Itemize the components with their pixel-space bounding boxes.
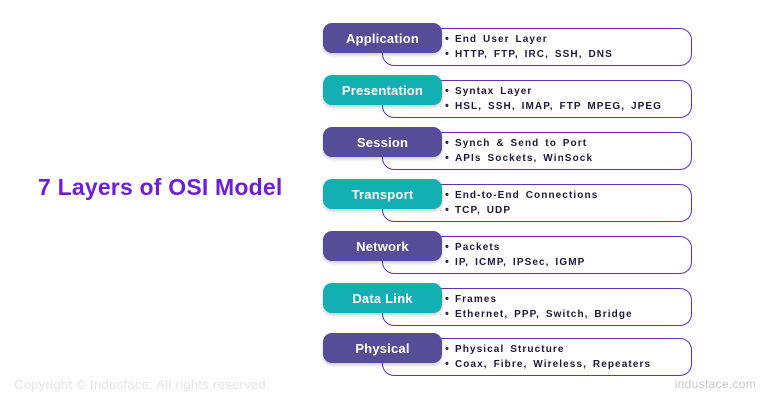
layer-row-data-link: • Frames • Ethernet, PPP, Switch, Bridge D… [323, 283, 692, 327]
layer-detail-line: • HTTP, FTP, IRC, SSH, DNS [445, 48, 691, 61]
layer-pill-data-link: Data Link [323, 283, 442, 313]
page-title: 7 Layers of OSI Model [38, 174, 283, 200]
detail-text: Coax, Fibre, Wireless, Repeaters [454, 359, 652, 370]
layer-row-network: • Packets • IP, ICMP, IPSec, IGMP Network [323, 231, 692, 275]
bullet-icon: • [445, 189, 450, 201]
detail-text: Ethernet, PPP, Switch, Bridge [454, 309, 633, 320]
layer-detail-line: • Packets [445, 241, 691, 254]
layer-detail-line: • IP, ICMP, IPSec, IGMP [445, 256, 691, 269]
layer-detail-line: • Frames [445, 293, 691, 306]
layer-detail-line: • Ethernet, PPP, Switch, Bridge [445, 308, 691, 321]
layer-row-presentation: • Syntax Layer • HSL, SSH, IMAP, FTP MPEG,… [323, 75, 692, 119]
bullet-icon: • [445, 241, 450, 253]
copyright-text: Copyright © Indusface, All rights reserv… [14, 377, 270, 392]
layer-pill-physical: Physical [323, 333, 442, 363]
bullet-icon: • [445, 48, 450, 60]
bullet-icon: • [445, 137, 450, 149]
layer-row-session: • Synch & Send to Port • APIs Sockets, Win… [323, 127, 692, 171]
bullet-icon: • [445, 343, 450, 355]
bullet-icon: • [445, 152, 450, 164]
layer-detail-line: • End User Layer [445, 33, 691, 46]
bullet-icon: • [445, 85, 450, 97]
detail-text: Physical Structure [454, 344, 565, 355]
layer-detail-line: • End-to-End Connections [445, 189, 691, 202]
bullet-icon: • [445, 358, 450, 370]
website-link: indusface.com [674, 377, 756, 391]
detail-text: Syntax Layer [454, 86, 533, 97]
layer-detail-line: • Syntax Layer [445, 85, 691, 98]
layer-pill-session: Session [323, 127, 442, 157]
bullet-icon: • [445, 100, 450, 112]
detail-text: HTTP, FTP, IRC, SSH, DNS [454, 49, 613, 60]
detail-text: End-to-End Connections [454, 190, 599, 201]
detail-text: Synch & Send to Port [454, 138, 588, 149]
detail-text: HSL, SSH, IMAP, FTP MPEG, JPEG [454, 101, 663, 112]
detail-text: Packets [454, 242, 501, 253]
layer-row-physical: • Physical Structure • Coax, Fibre, Wirele… [323, 333, 692, 377]
detail-text: TCP, UDP [454, 205, 512, 216]
detail-text: IP, ICMP, IPSec, IGMP [454, 257, 586, 268]
layer-detail-line: • TCP, UDP [445, 204, 691, 217]
layer-row-application: • End User Layer • HTTP, FTP, IRC, SSH, DN… [323, 23, 692, 67]
bullet-icon: • [445, 256, 450, 268]
layer-detail-line: • HSL, SSH, IMAP, FTP MPEG, JPEG [445, 100, 691, 113]
layer-pill-application: Application [323, 23, 442, 53]
layer-row-transport: • End-to-End Connections • TCP, UDP Transp… [323, 179, 692, 223]
layer-pill-transport: Transport [323, 179, 442, 209]
detail-text: Frames [454, 294, 498, 305]
bullet-icon: • [445, 204, 450, 216]
layer-pill-presentation: Presentation [323, 75, 442, 105]
layer-detail-line: • Physical Structure [445, 343, 691, 356]
layer-detail-line: • Synch & Send to Port [445, 137, 691, 150]
layer-pill-network: Network [323, 231, 442, 261]
layer-detail-line: • APIs Sockets, WinSock [445, 152, 691, 165]
bullet-icon: • [445, 308, 450, 320]
bullet-icon: • [445, 33, 450, 45]
detail-text: APIs Sockets, WinSock [454, 153, 594, 164]
detail-text: End User Layer [454, 34, 548, 45]
bullet-icon: • [445, 293, 450, 305]
layer-detail-line: • Coax, Fibre, Wireless, Repeaters [445, 358, 691, 371]
